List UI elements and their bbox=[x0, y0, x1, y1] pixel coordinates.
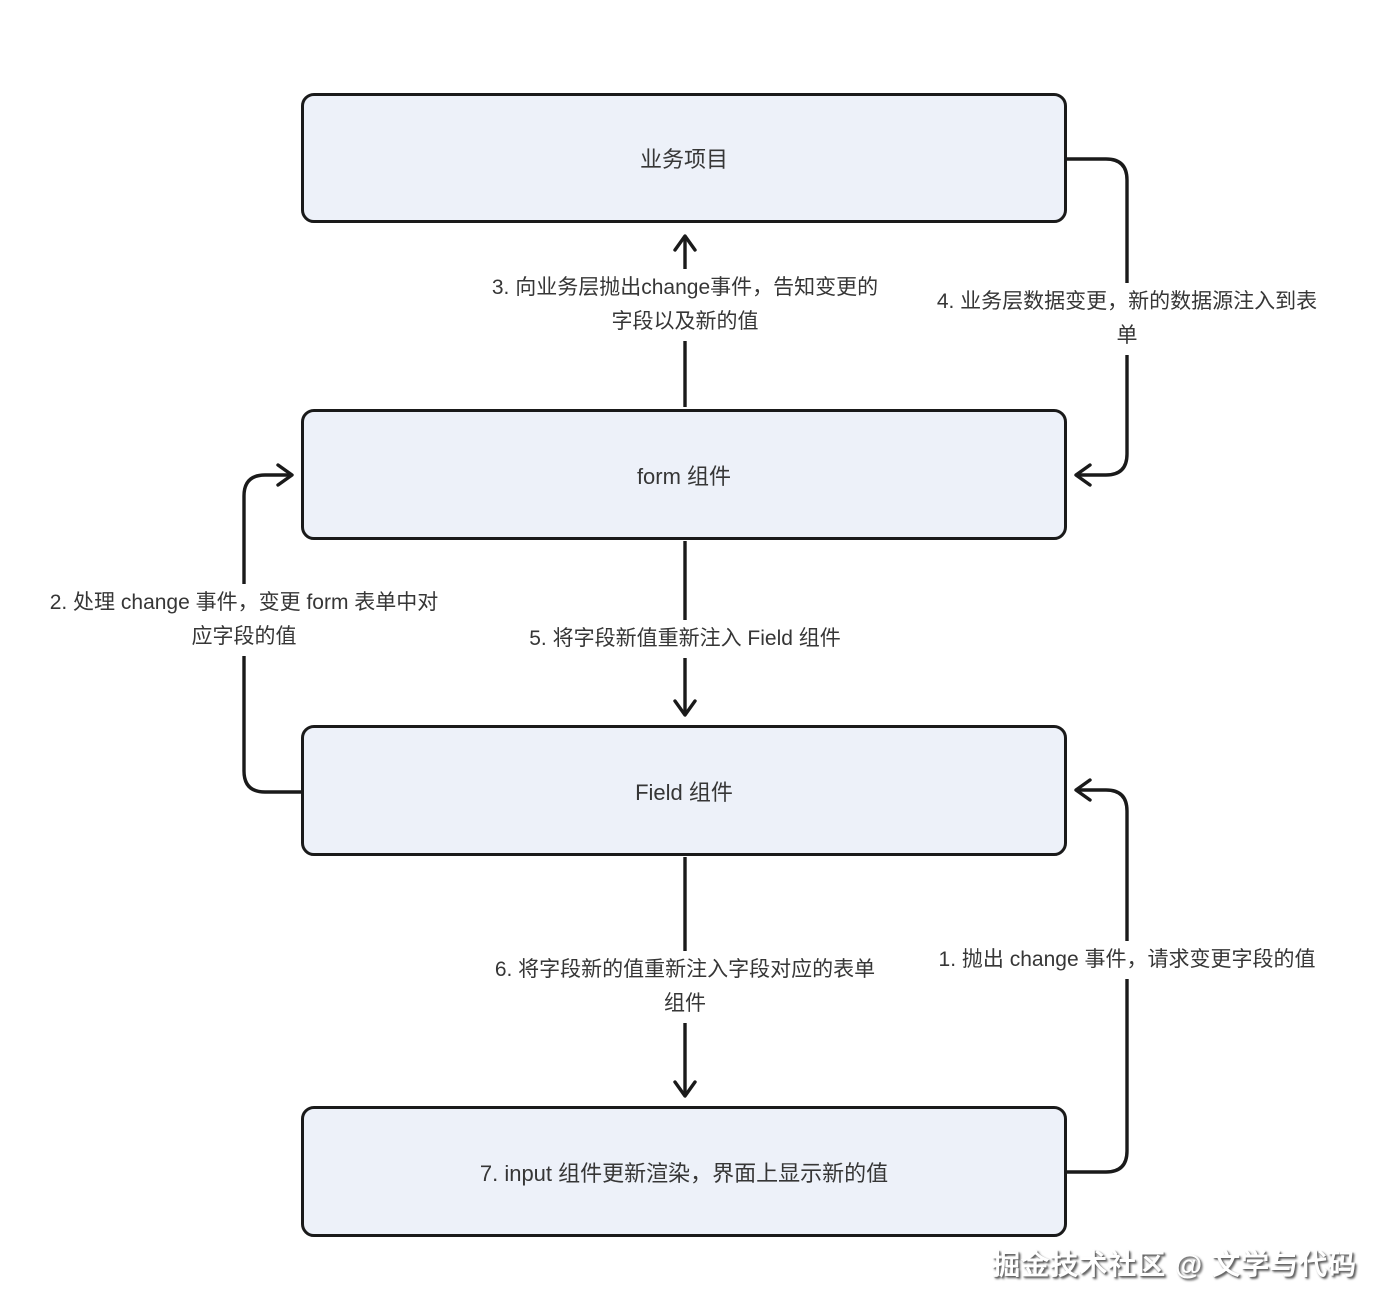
edge-label-step5: 5. 将字段新值重新注入 Field 组件 bbox=[519, 620, 851, 658]
node-input-component: 7. input 组件更新渲染，界面上显示新的值 bbox=[301, 1106, 1067, 1237]
node-business-project: 业务项目 bbox=[301, 93, 1067, 223]
node-field-component-label: Field 组件 bbox=[635, 779, 733, 805]
node-business-project-label: 业务项目 bbox=[639, 147, 728, 172]
watermark: 掘金技术社区 @ 文学与代码 bbox=[992, 1249, 1357, 1280]
edge-label-step4: 4. 业务层数据变更，新的数据源注入到表 单 bbox=[917, 283, 1337, 355]
node-form-component-label: form 组件 bbox=[636, 463, 732, 489]
edge-step1-arrow bbox=[1067, 778, 1129, 1174]
edge-label-step2: 2. 处理 change 事件，变更 form 表单中对 应字段的值 bbox=[19, 584, 469, 656]
node-input-component-label: 7. input 组件更新渲染，界面上显示新的值 bbox=[479, 1160, 889, 1186]
node-field-component: Field 组件 bbox=[301, 725, 1067, 856]
edge-label-step6: 6. 将字段新的值重新注入字段对应的表单 组件 bbox=[456, 951, 914, 1023]
node-form-component: form 组件 bbox=[301, 409, 1067, 540]
edge-label-step1: 1. 抛出 change 事件，请求变更字段的值 bbox=[928, 941, 1326, 979]
edge-label-step3: 3. 向业务层抛出change事件，告知变更的 字段以及新的值 bbox=[456, 269, 914, 341]
